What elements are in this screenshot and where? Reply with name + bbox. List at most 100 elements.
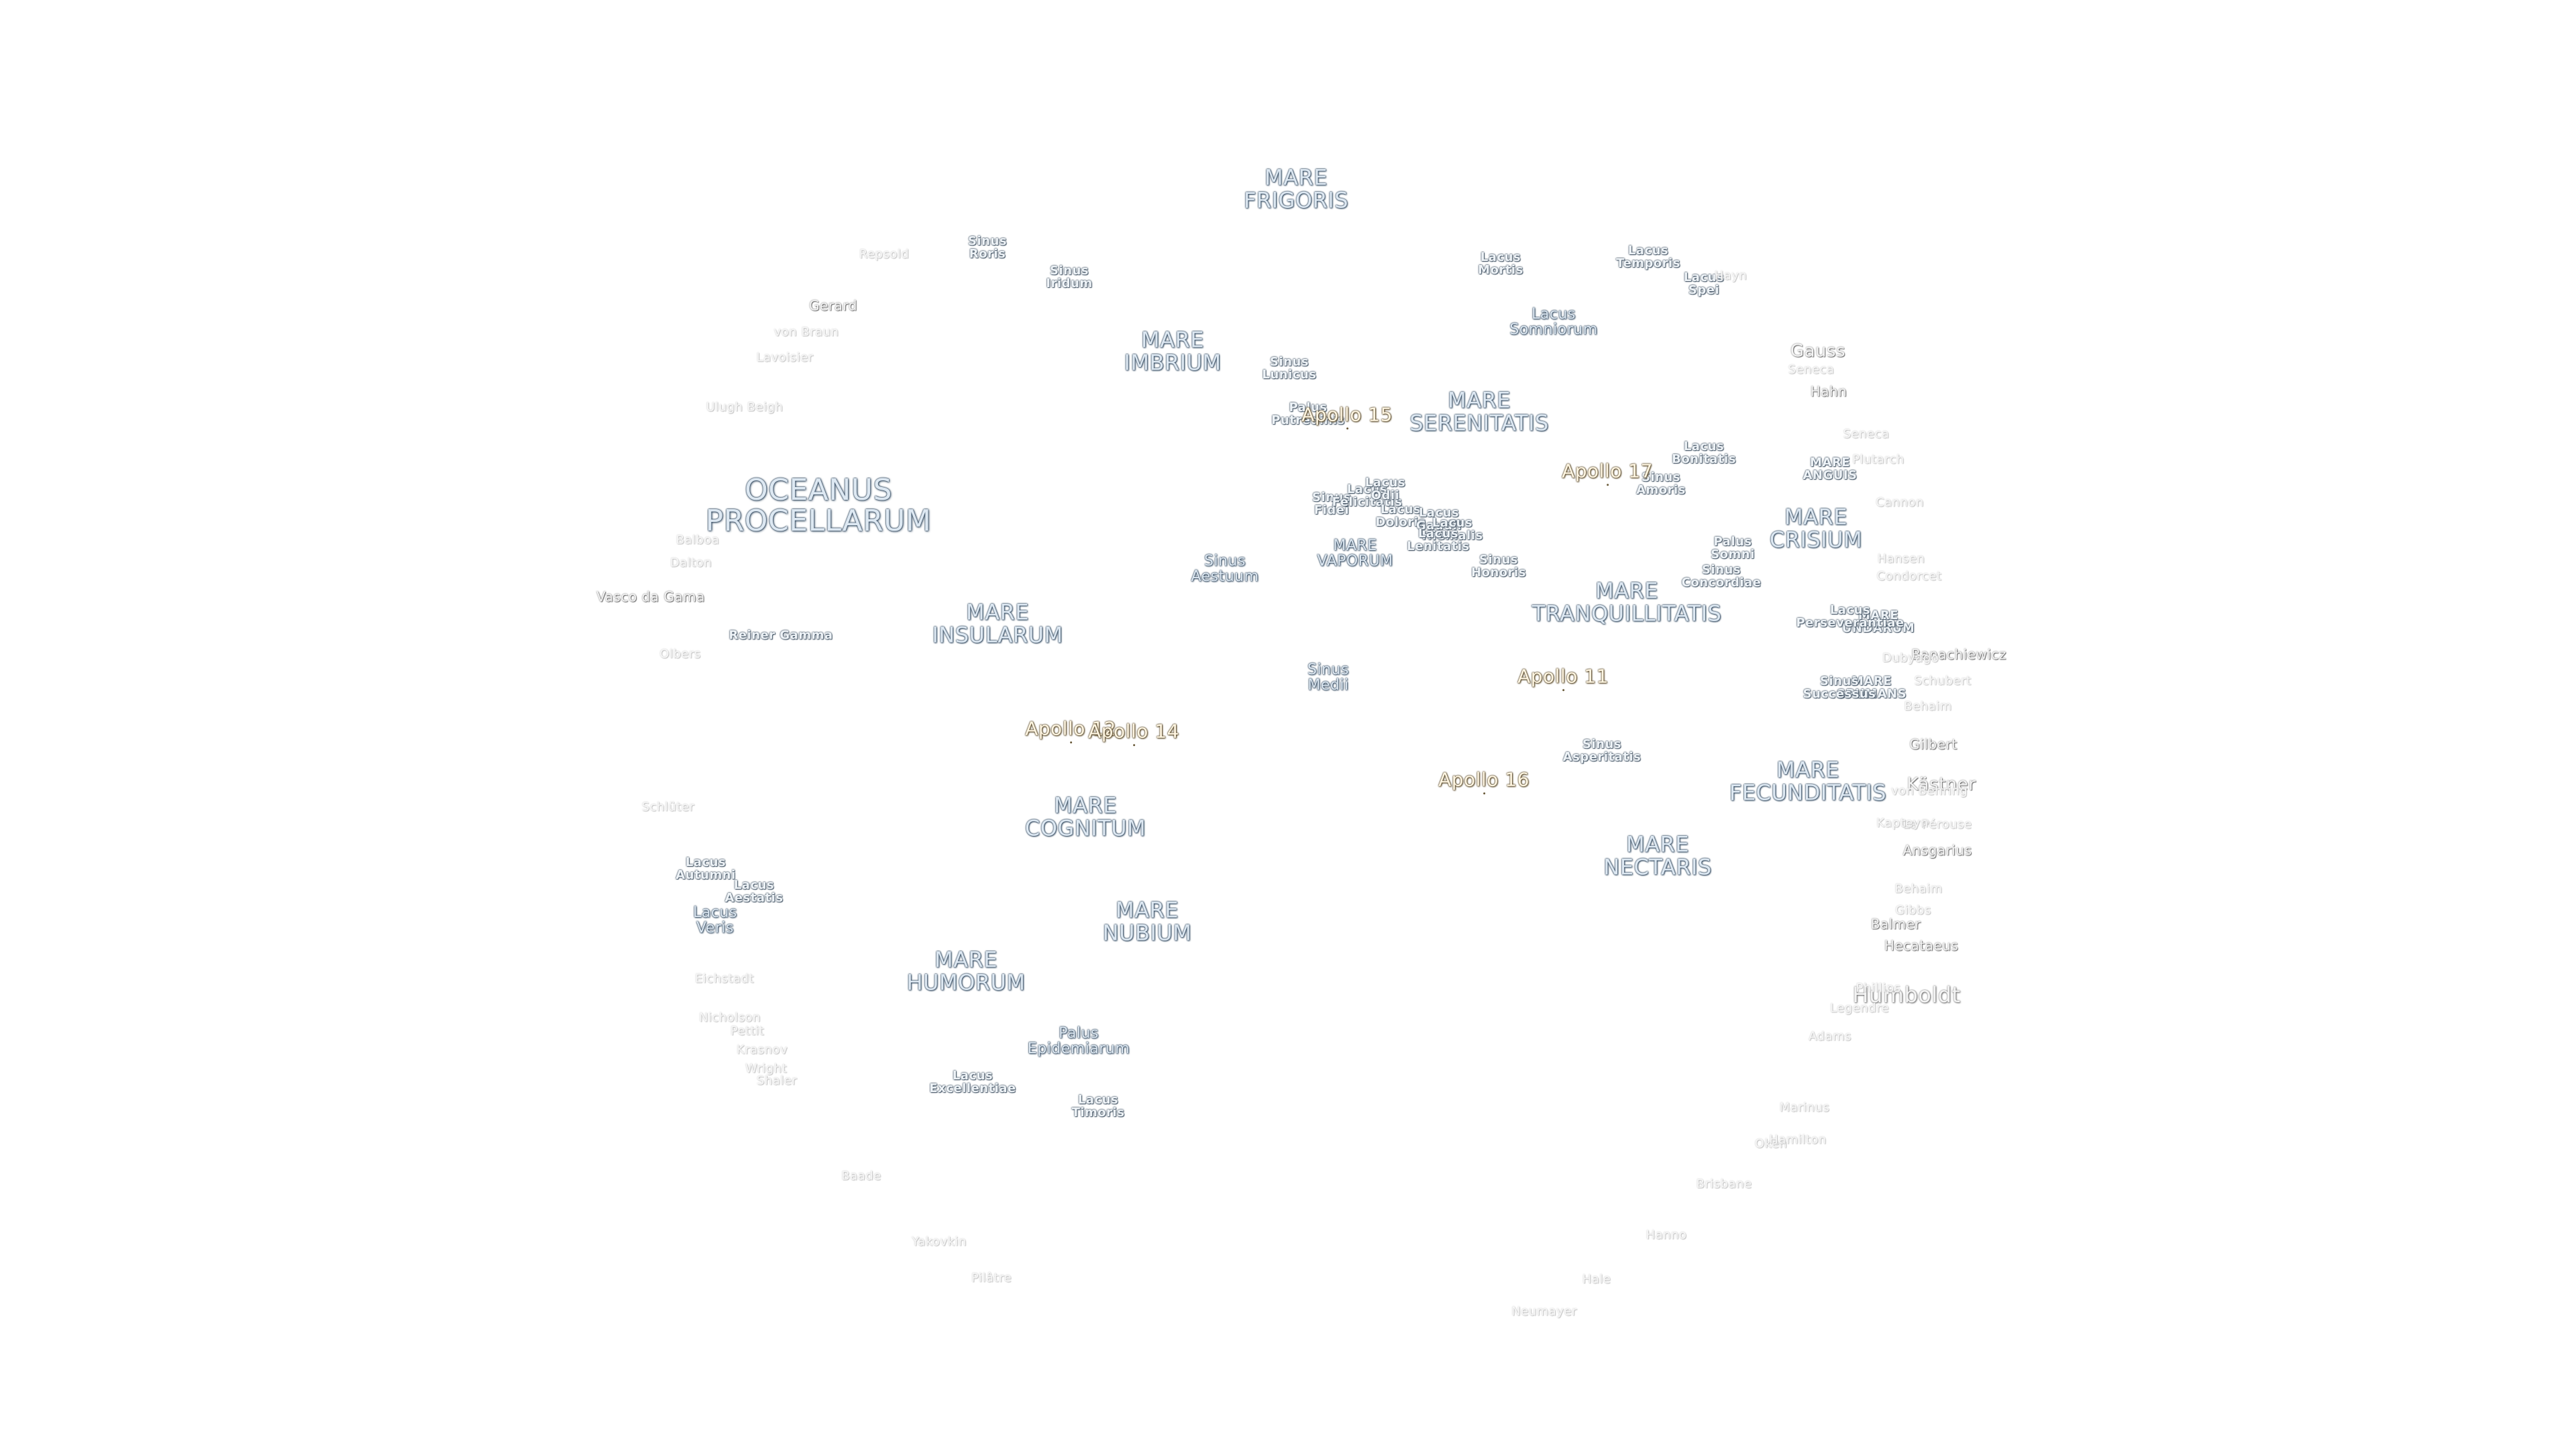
map-label-crater-von-braun: von Braun bbox=[773, 325, 839, 339]
map-label-crater-hale: Hale bbox=[1582, 1272, 1611, 1287]
map-label-crater-ansgarius: Ansgarius bbox=[1902, 842, 1972, 859]
map-label-crater-pettit: Pettit bbox=[730, 1024, 765, 1038]
map-label-lacus-bonitatis: Lacus Bonitatis bbox=[1672, 439, 1736, 466]
map-label-crater-ulugh-beigh: Ulugh Beigh bbox=[706, 400, 784, 415]
map-label-crater-yakovkin: Yakovkin bbox=[912, 1234, 967, 1249]
map-label-crater-brisbane: Brisbane bbox=[1696, 1177, 1752, 1191]
map-label-crater-humboldt: Humboldt bbox=[1852, 982, 1961, 1008]
map-label-crater-hayn: Hayn bbox=[1714, 268, 1748, 283]
map-label-mare-insularum: MARE INSULARUM bbox=[932, 599, 1063, 647]
map-label-oceanus-procellarum: OCEANUS PROCELLARUM bbox=[705, 472, 932, 538]
map-label-sinus-fidei: Sinus Fidei bbox=[1312, 490, 1351, 517]
map-label-mare-fecunditatis: MARE FECUNDITATIS bbox=[1729, 757, 1887, 805]
map-label-sinus-medii: Sinus Medii bbox=[1307, 661, 1349, 694]
map-label-lacus-spei: Lacus Spei bbox=[1683, 270, 1725, 297]
map-label-crater-hahn: Hahn bbox=[1810, 383, 1847, 400]
map-label-palus-somni: Palus Somni bbox=[1711, 535, 1755, 561]
map-label-lacus-doloris: Lacus Doloris bbox=[1375, 502, 1426, 529]
map-label-crater-gilbert: Gilbert bbox=[1909, 736, 1957, 753]
map-label-apollo-15: Apollo 15 bbox=[1301, 403, 1393, 431]
map-label-crater-behaim: Behaim bbox=[1894, 881, 1943, 896]
map-label-sinus-amoris: Sinus Amoris bbox=[1636, 470, 1686, 497]
map-label-mare-anguis: MARE ANGUIS bbox=[1803, 455, 1858, 482]
map-label-mare-frigoris: MARE FRIGORIS bbox=[1243, 164, 1349, 213]
map-label-crater-la-perouse: La Pérouse bbox=[1902, 817, 1972, 832]
map-label-lacus-temporis: Lacus Temporis bbox=[1616, 244, 1680, 270]
map-label-sinus-roris: Sinus Roris bbox=[968, 234, 1007, 261]
map-label-crater-condorcet: Condorcet bbox=[1876, 569, 1942, 584]
map-label-lacus-somniorum: Lacus Somniorum bbox=[1509, 305, 1598, 338]
map-label-crater-lavoisier: Lavoisier bbox=[756, 350, 814, 365]
map-label-crater-von-behring: von Behring bbox=[1890, 784, 1968, 798]
map-label-mare-nubium: MARE NUBIUM bbox=[1102, 897, 1192, 945]
map-label-sinus-iridum: Sinus Iridum bbox=[1046, 264, 1093, 290]
map-label-crater-gauss: Gauss bbox=[1790, 341, 1846, 362]
map-label-crater-oken: Oken bbox=[1754, 1136, 1788, 1151]
map-label-crater-hanno: Hanno bbox=[1646, 1228, 1687, 1242]
map-label-crater-behaim-2: Behaim bbox=[1904, 699, 1952, 714]
map-label-crater-neumayer: Neumayer bbox=[1511, 1304, 1577, 1319]
map-label-crater-balboa: Balboa bbox=[676, 533, 720, 547]
map-label-lacus-aestatis: Lacus Aestatis bbox=[724, 878, 784, 905]
map-label-crater-seneca2: Seneca bbox=[1843, 427, 1890, 441]
map-label-crater-balmer: Balmer bbox=[1870, 916, 1921, 932]
map-label-crater-wright: Wright bbox=[745, 1061, 788, 1076]
map-label-crater-schluter: Schlüter bbox=[641, 800, 695, 814]
map-label-crater-marinus: Marinus bbox=[1779, 1100, 1830, 1115]
map-label-crater-shaler: Shaler bbox=[756, 1073, 798, 1088]
map-label-lacus-mortis: Lacus Mortis bbox=[1478, 250, 1523, 277]
map-label-crater-repsold: Repsold bbox=[859, 247, 910, 262]
map-label-mare-undarum: MARE UNDARUM bbox=[1841, 608, 1915, 635]
map-label-crater-gerard: Gerard bbox=[809, 297, 857, 314]
map-label-crater-hamilton: Hamilton bbox=[1769, 1132, 1827, 1147]
map-label-mare-crisium: MARE CRISIUM bbox=[1769, 504, 1863, 552]
map-label-sinus-honoris: Sinus Honoris bbox=[1471, 553, 1526, 580]
map-label-mare-serenitatis: MARE SERENITATIS bbox=[1409, 387, 1549, 435]
map-label-crater-cannon: Cannon bbox=[1876, 495, 1924, 510]
map-label-palus-putredinis: Palus Putredinis bbox=[1271, 400, 1345, 427]
map-label-mare-spumans: MARE SPUMANS bbox=[1836, 674, 1907, 701]
map-label-sinus-concordiae: Sinus Concordiae bbox=[1681, 563, 1762, 590]
map-label-crater-baade: Baade bbox=[841, 1169, 881, 1183]
map-label-crater-banachiewicz: Banachiewicz bbox=[1911, 646, 2006, 663]
map-label-sinus-lunicus: Sinus Lunicus bbox=[1262, 355, 1317, 382]
map-label-sinus-asperitatis: Sinus Asperitatis bbox=[1562, 737, 1642, 764]
map-label-crater-krasnov: Krasnov bbox=[736, 1042, 788, 1057]
map-label-sinus-aestuum: Sinus Aestuum bbox=[1191, 552, 1259, 585]
map-label-crater-gibbs: Gibbs bbox=[1895, 903, 1931, 918]
map-label-lacus-excellentiae: Lacus Excellentiae bbox=[929, 1069, 1016, 1095]
map-label-crater-legendre: Legendre bbox=[1829, 1001, 1890, 1016]
map-label-lacus-lenitatis: Lacus Lenitatis bbox=[1407, 527, 1470, 553]
map-label-lacus-autumni: Lacus Autumni bbox=[676, 855, 736, 882]
map-label-crater-dubyago: Dubyago bbox=[1882, 651, 1939, 665]
map-label-crater-olbers: Olbers bbox=[659, 647, 701, 661]
map-label-sinus-successus: Sinus Successus bbox=[1803, 674, 1876, 701]
map-label-crater-plutarch: Plutarch bbox=[1852, 452, 1904, 467]
map-label-mare-cognitum: MARE COGNITUM bbox=[1024, 792, 1146, 841]
map-label-crater-seneca: Seneca bbox=[1788, 362, 1835, 377]
map-label-apollo-12: Apollo 12 bbox=[1025, 717, 1116, 745]
map-label-crater-adams: Adams bbox=[1809, 1029, 1851, 1044]
map-label-lacus-odii: Lacus Odii bbox=[1364, 476, 1406, 502]
map-label-crater-nicholson: Nicholson bbox=[698, 1010, 761, 1025]
map-label-apollo-16: Apollo 16 bbox=[1438, 768, 1529, 796]
map-label-crater-schubert: Schubert bbox=[1914, 674, 1972, 688]
map-label-crater-phillips: Phillips bbox=[1856, 981, 1901, 996]
map-label-apollo-14: Apollo 14 bbox=[1088, 720, 1179, 747]
map-label-lacus-perseverantiae: Lacus Perseverantiae bbox=[1796, 603, 1904, 630]
map-label-lacus-timoris: Lacus Timoris bbox=[1071, 1093, 1125, 1120]
map-label-mare-humorum: MARE HUMORUM bbox=[906, 947, 1026, 995]
map-label-crater-reiner-gamma: Reiner Gamma bbox=[729, 628, 833, 643]
map-label-lacus-felicitatis: Lacus Felicitatis bbox=[1332, 482, 1403, 509]
map-label-crater-pilatre: Pilâtre bbox=[971, 1271, 1012, 1285]
map-label-palus-epidemiarum: Palus Epidemiarum bbox=[1027, 1024, 1130, 1057]
map-label-crater-hecataeus: Hecataeus bbox=[1884, 937, 1959, 954]
map-label-apollo-11: Apollo 11 bbox=[1517, 665, 1609, 692]
map-label-crater-eichstadt: Eichstadt bbox=[694, 971, 755, 986]
map-label-crater-vasco-da-gama: Vasco da Gama bbox=[596, 588, 705, 605]
map-label-lacus-gaudii: Lacus Gaudii bbox=[1416, 506, 1462, 533]
map-label-mare-tranquillitatis: MARE TRANQUILLITATIS bbox=[1532, 578, 1722, 626]
map-label-mare-nectaris: MARE NECTARIS bbox=[1603, 831, 1712, 879]
map-label-crater-kastner: Kästner bbox=[1907, 774, 1976, 795]
